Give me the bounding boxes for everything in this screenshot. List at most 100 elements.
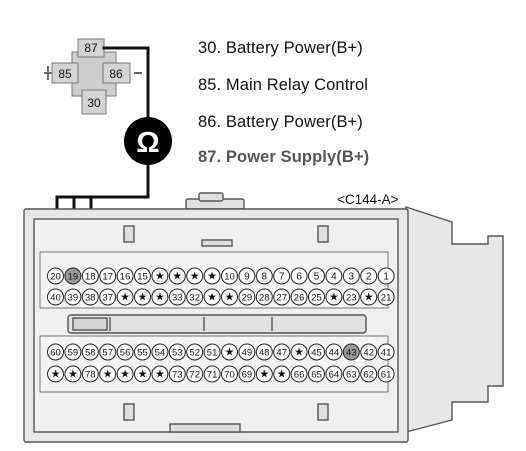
- pin-socket: [342, 343, 360, 361]
- unused-pin-star: ★: [138, 292, 148, 304]
- pin-number: 65: [311, 370, 322, 381]
- unused-pin-star: ★: [190, 271, 200, 283]
- pin-number: 7: [279, 272, 285, 283]
- pin-number: 70: [224, 370, 235, 381]
- ohmmeter: Ω: [124, 117, 172, 165]
- pin-number: 43: [346, 348, 357, 359]
- pin-number: 64: [329, 370, 340, 381]
- pin-socket: [273, 343, 291, 361]
- pin-number: 61: [381, 370, 392, 381]
- pin-socket: [151, 365, 169, 383]
- unused-pin-star: ★: [259, 369, 269, 381]
- unused-pin-star: ★: [68, 369, 78, 381]
- pin-socket: [116, 365, 134, 383]
- legend-pin-86: 86. Battery Power(B+): [198, 113, 363, 131]
- pin-socket: [99, 343, 117, 361]
- pin-number: 39: [68, 293, 79, 304]
- pin-number: 62: [363, 370, 374, 381]
- pin-socket: [290, 365, 308, 383]
- pin-socket: [290, 343, 308, 361]
- pin-socket: [203, 267, 221, 285]
- pin-number: 3: [349, 272, 355, 283]
- pin-number: 48: [259, 348, 270, 359]
- pin-socket: [186, 288, 204, 306]
- pin-number: 4: [331, 272, 337, 283]
- pin-socket: [81, 343, 99, 361]
- pin-socket: [203, 365, 221, 383]
- pin-socket: [99, 267, 117, 285]
- relay-pin-30-box: [81, 89, 107, 115]
- pin-socket: [116, 267, 134, 285]
- pin-number: 19: [68, 272, 79, 283]
- pin-number: 2: [366, 272, 372, 283]
- pin-socket: [186, 267, 204, 285]
- pin-socket: [325, 365, 343, 383]
- unused-pin-star: ★: [207, 271, 217, 283]
- unused-pin-star: ★: [225, 347, 235, 359]
- unused-pin-star: ★: [120, 369, 130, 381]
- pin-socket: [377, 288, 395, 306]
- pin-socket: [308, 343, 325, 361]
- pin-number: 21: [381, 293, 392, 304]
- pin-socket: [116, 343, 134, 361]
- legend-pin-85: 85. Main Relay Control: [198, 76, 369, 94]
- pin-socket: [81, 365, 99, 383]
- ohm-symbol: Ω: [136, 127, 159, 159]
- pin-socket: [81, 288, 99, 306]
- unused-pin-star: ★: [329, 292, 339, 304]
- pin-number: 45: [311, 348, 322, 359]
- pin-number: 52: [189, 348, 200, 359]
- pin-number: 15: [137, 272, 148, 283]
- pin-number: 66: [294, 370, 305, 381]
- pin-socket: [134, 267, 151, 285]
- pin-socket: [238, 365, 256, 383]
- pin-number: 42: [363, 348, 374, 359]
- pin-socket: [360, 267, 378, 285]
- pin-socket: [134, 365, 151, 383]
- pin-number: 49: [242, 348, 253, 359]
- pin-socket: [360, 343, 378, 361]
- pin-socket: [168, 267, 186, 285]
- pin-socket: [99, 365, 117, 383]
- pin-socket: [81, 267, 99, 285]
- pin-number: 32: [189, 293, 200, 304]
- legend-pin-30: 30. Battery Power(B+): [198, 39, 363, 57]
- unused-pin-star: ★: [155, 292, 165, 304]
- pin-socket: [377, 267, 395, 285]
- pin-socket: [273, 365, 291, 383]
- pin-number: 37: [102, 293, 113, 304]
- unused-pin-star: ★: [364, 292, 374, 304]
- pin-socket: [342, 267, 360, 285]
- pin-socket: [64, 267, 82, 285]
- legend-pin-87: 87. Power Supply(B+): [198, 148, 370, 166]
- pin-number: 40: [50, 293, 61, 304]
- pin-socket: [255, 288, 273, 306]
- pin-socket: [134, 343, 151, 361]
- pin-number: 20: [50, 272, 61, 283]
- pin-number: 16: [120, 272, 131, 283]
- pin-socket: [47, 343, 64, 361]
- unused-pin-star: ★: [138, 369, 148, 381]
- pin-socket: [186, 365, 204, 383]
- pin-socket: [168, 365, 186, 383]
- pin-socket: [342, 288, 360, 306]
- pin-number: 53: [172, 348, 183, 359]
- unused-pin-star: ★: [207, 292, 217, 304]
- relay-pin-85: 85: [58, 67, 72, 81]
- pin-number: 29: [242, 293, 253, 304]
- pin-number: 25: [311, 293, 322, 304]
- pin-socket: [221, 267, 238, 285]
- pin-number: 10: [224, 272, 235, 283]
- pin-socket: [238, 267, 256, 285]
- pin-number: 38: [85, 293, 96, 304]
- unused-pin-star: ★: [51, 369, 61, 381]
- pin-socket: [325, 288, 343, 306]
- unused-pin-star: ★: [120, 292, 130, 304]
- pin-socket: [325, 267, 343, 285]
- pin-number: 41: [381, 348, 392, 359]
- pin-socket: [221, 343, 238, 361]
- pin-number: 44: [329, 348, 340, 359]
- pin-number: 18: [85, 272, 96, 283]
